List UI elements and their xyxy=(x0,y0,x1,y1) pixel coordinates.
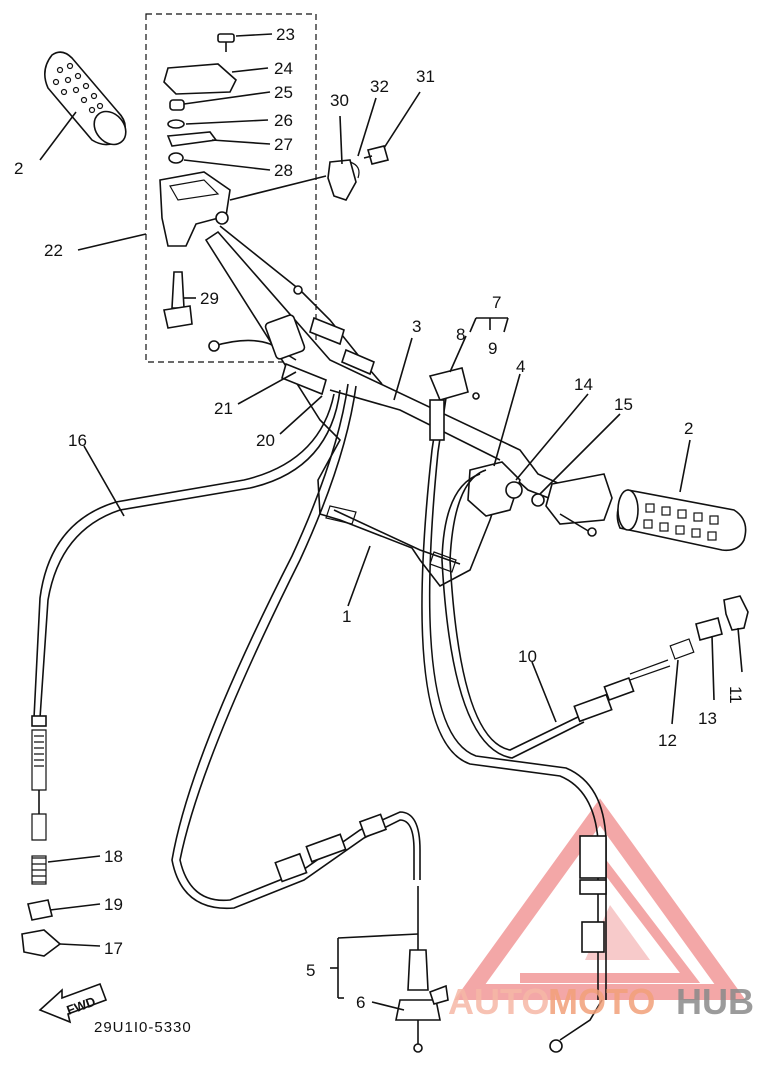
label-part-13: 13 xyxy=(698,709,717,728)
label-part-22: 22 xyxy=(44,241,63,260)
label-part-19: 19 xyxy=(104,895,123,914)
label-part-5: 5 xyxy=(306,961,315,980)
label-part-7: 7 xyxy=(492,293,501,312)
label-part-31: 31 xyxy=(416,67,435,86)
label-part-9: 9 xyxy=(488,339,497,358)
label-part-4: 4 xyxy=(516,357,525,376)
label-part-23: 23 xyxy=(276,25,295,44)
label-part-15: 15 xyxy=(614,395,633,414)
label-part-2-left: 2 xyxy=(14,159,23,178)
throttle-assembly-box xyxy=(145,13,317,363)
label-part-32: 32 xyxy=(370,77,389,96)
label-part-20: 20 xyxy=(256,431,275,450)
watermark-text: AUTO MOTO HUB xyxy=(448,981,754,1022)
label-part-28: 28 xyxy=(274,161,293,180)
label-part-11: 11 xyxy=(726,686,745,704)
label-part-14: 14 xyxy=(574,375,593,394)
handlebar xyxy=(204,230,562,588)
fwd-arrow: FWD xyxy=(38,982,108,1024)
watermark-hub: HUB xyxy=(676,981,754,1022)
label-part-25: 25 xyxy=(274,83,293,102)
label-part-16: 16 xyxy=(68,431,87,450)
label-part-24: 24 xyxy=(274,59,293,78)
label-part-21: 21 xyxy=(214,399,233,418)
label-part-26: 26 xyxy=(274,111,293,130)
cables xyxy=(21,225,749,1053)
right-grip xyxy=(467,461,747,552)
label-part-6: 6 xyxy=(356,993,365,1012)
drawing-code: 29U1I0-5330 xyxy=(94,1019,192,1036)
leader-lines xyxy=(39,33,743,1011)
watermark-moto: MOTO xyxy=(548,981,655,1022)
watermark-auto: AUTO xyxy=(448,981,549,1022)
label-part-18: 18 xyxy=(104,847,123,866)
label-part-3: 3 xyxy=(412,317,421,336)
part-labels: 23 24 25 26 27 28 2 22 29 30 32 31 3 7 8… xyxy=(14,25,745,1012)
label-part-12: 12 xyxy=(658,731,677,750)
label-part-30: 30 xyxy=(330,91,349,110)
label-part-2-right: 2 xyxy=(684,419,693,438)
label-part-27: 27 xyxy=(274,135,293,154)
label-part-1: 1 xyxy=(342,607,351,626)
label-part-8: 8 xyxy=(456,325,465,344)
small-parts xyxy=(327,145,480,400)
throttle-housing xyxy=(159,33,237,329)
label-part-10: 10 xyxy=(518,647,537,666)
label-part-17: 17 xyxy=(104,939,123,958)
left-grip xyxy=(44,51,127,146)
label-part-29: 29 xyxy=(200,289,219,308)
